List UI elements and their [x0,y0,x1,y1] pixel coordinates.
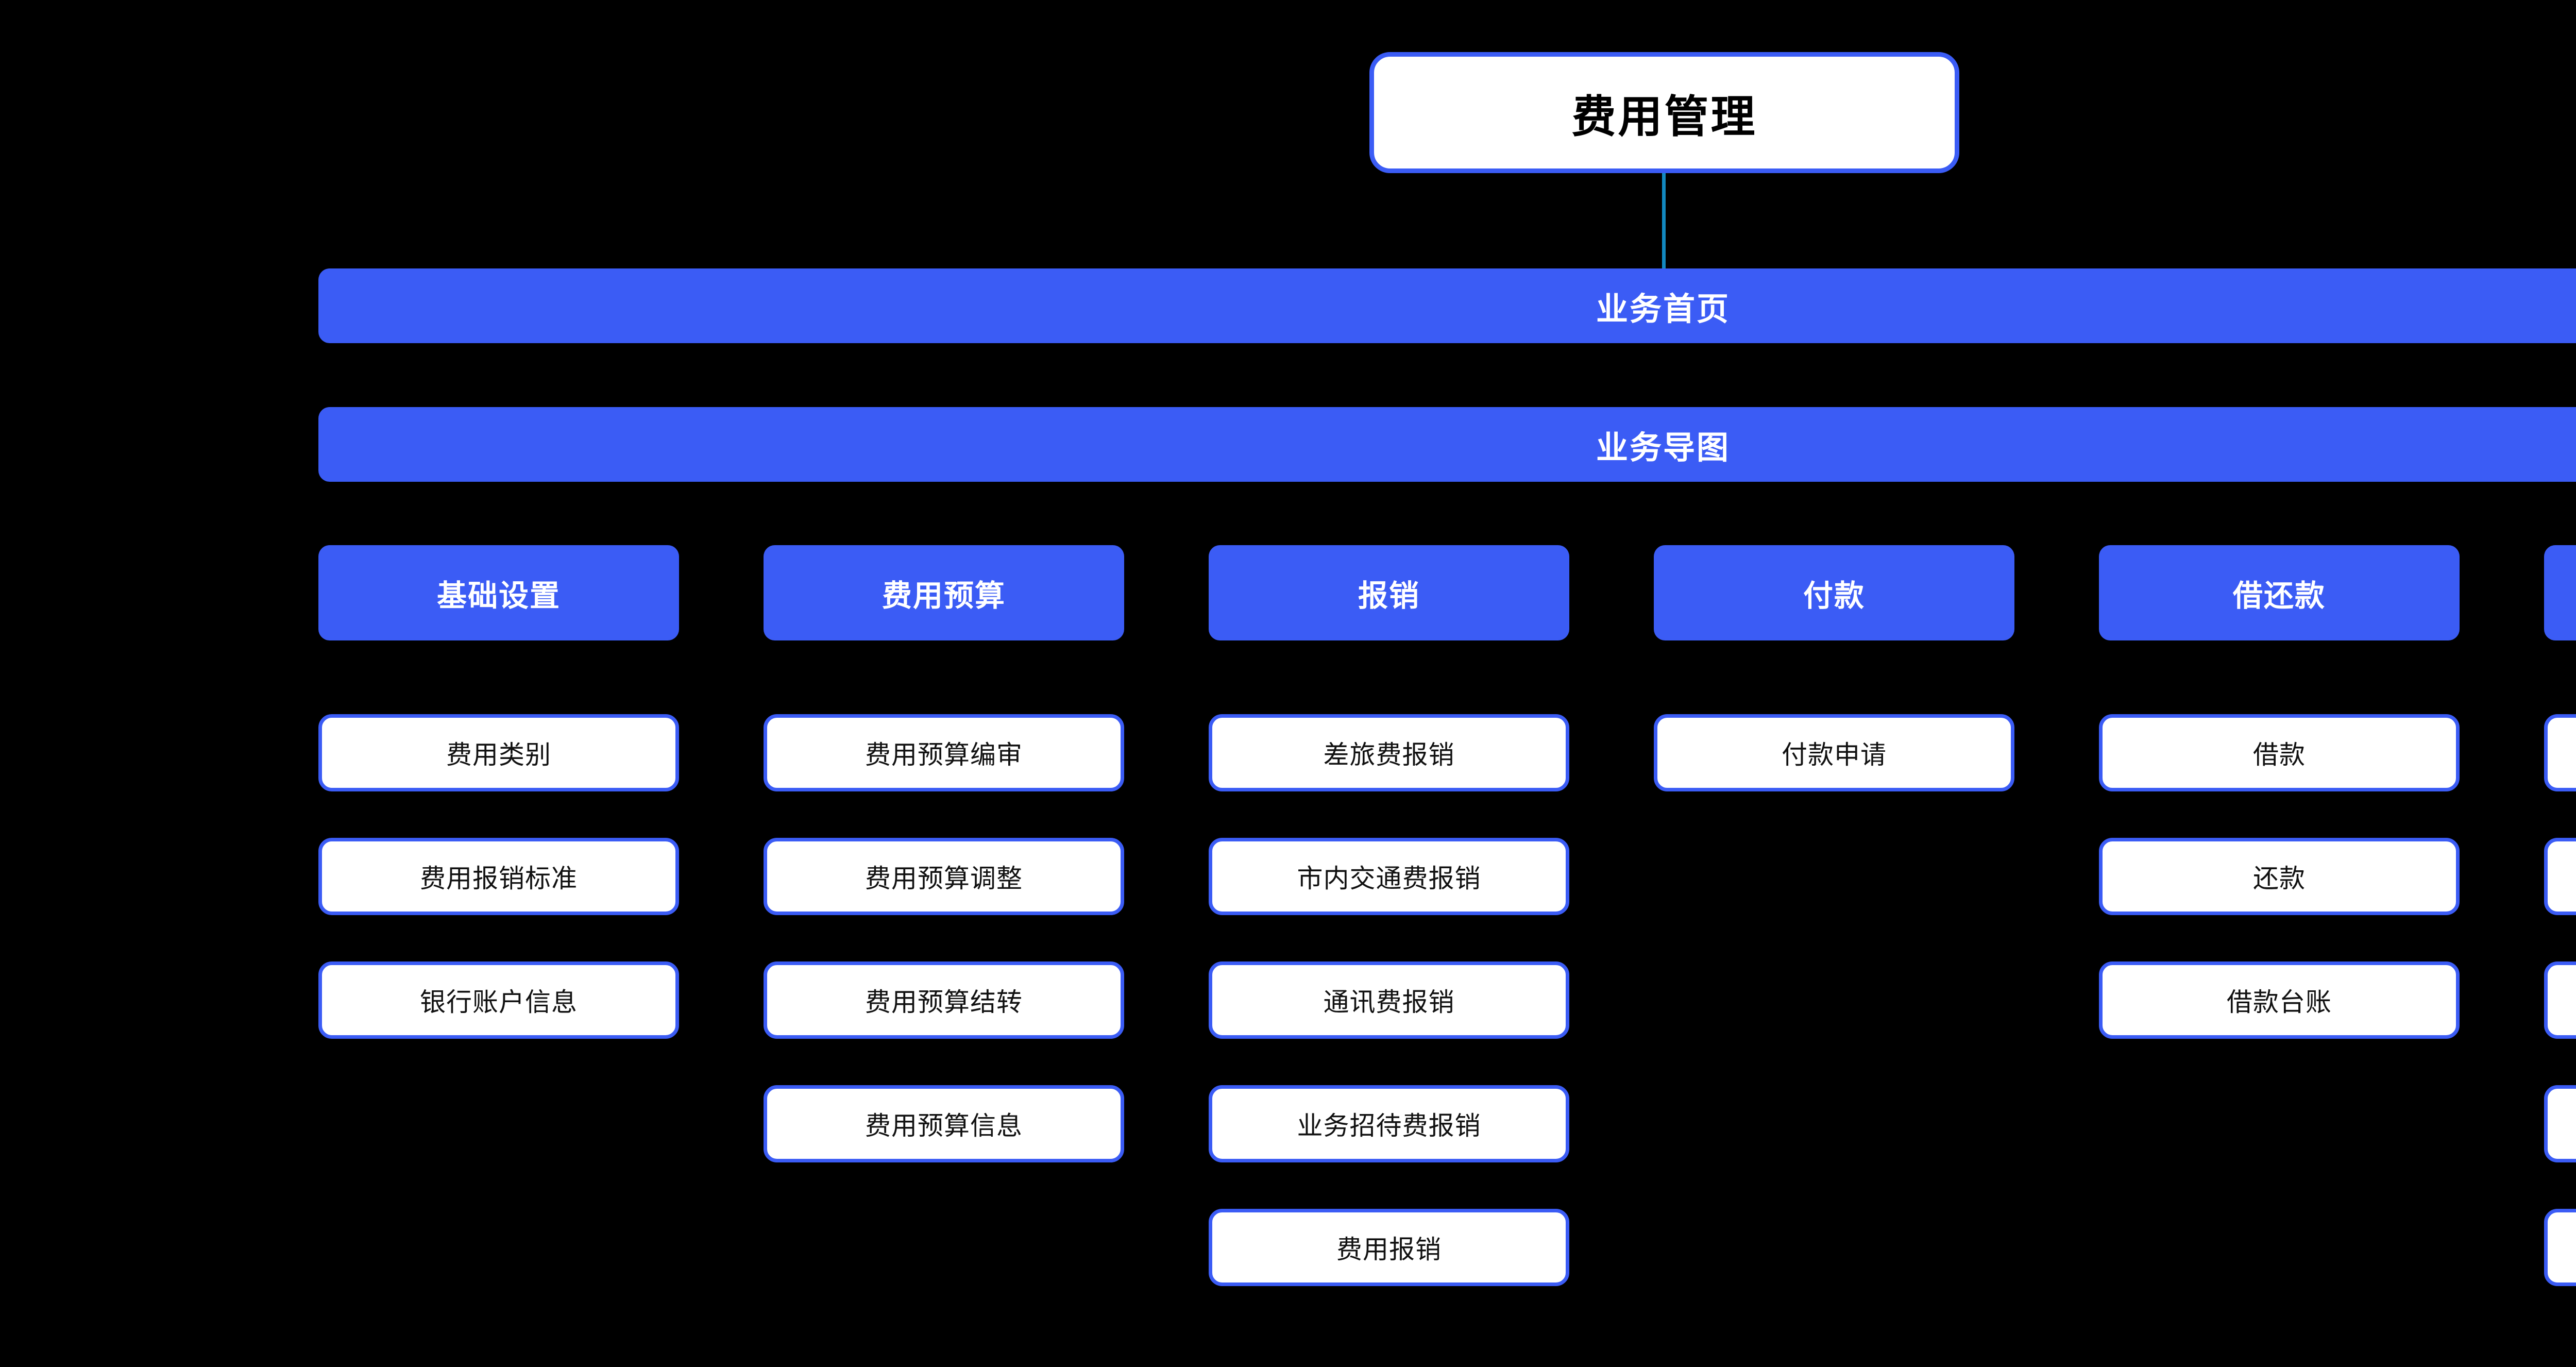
column-header-label: 付款 [1803,579,1865,613]
column-header-label: 费用预算 [882,579,1006,613]
card-item[interactable]: 银行账户信息 [318,961,679,1039]
connector-line-root-to-banner [1662,173,1666,270]
card-item[interactable]: 费用预算编审 [764,714,1124,791]
card-item[interactable]: 付款申请 [1654,714,2014,791]
card-label: 还款 [2253,864,2306,893]
card-item[interactable]: 业务招待费报销 [1209,1085,1569,1162]
column-expense-reports: 费用报表 部门费用支出统计 部门预算使用情况 年度支出金额统计 月度费用支出对比… [2544,545,2576,1286]
card-label: 付款申请 [1782,740,1887,769]
column-reimbursement: 报销 差旅费报销 市内交通费报销 通讯费报销 业务招待费报销 费用报销 [1209,545,1569,1286]
card-item[interactable]: 借款台账 [2099,961,2460,1039]
column-header-basic-settings[interactable]: 基础设置 [318,545,679,640]
card-item[interactable]: 费用预算结转 [764,961,1124,1039]
card-item[interactable]: 月度费用支出对比 [2544,1085,2576,1162]
card-item[interactable]: 还款 [2099,838,2460,915]
banner-label: 业务导图 [1596,430,1730,466]
column-header-loan-repayment[interactable]: 借还款 [2099,545,2460,640]
card-label: 费用报销 [1336,1235,1442,1264]
column-header-reimbursement[interactable]: 报销 [1209,545,1569,640]
card-label: 借款台账 [2227,988,2332,1017]
column-header-label: 基础设置 [436,579,561,613]
card-label: 业务招待费报销 [1297,1111,1481,1140]
card-item[interactable]: 费用类别 [318,714,679,791]
card-list: 付款申请 [1654,714,2014,791]
card-item[interactable]: 差旅费报销 [1209,714,1569,791]
card-label: 市内交通费报销 [1297,864,1481,893]
column-header-expense-reports[interactable]: 费用报表 [2544,545,2576,640]
card-label: 差旅费报销 [1323,740,1455,769]
column-header-expense-budget[interactable]: 费用预算 [764,545,1124,640]
column-header-label: 借还款 [2232,579,2326,613]
card-list: 借款 还款 借款台账 [2099,714,2460,1039]
card-label: 费用类别 [446,740,551,769]
banner-business-home[interactable]: 业务首页 [318,268,2576,343]
card-label: 费用报销标准 [420,864,578,893]
card-item[interactable]: 通讯费报销 [1209,961,1569,1039]
column-basic-settings: 基础设置 费用类别 费用报销标准 银行账户信息 [318,545,679,1286]
banner-business-map[interactable]: 业务导图 [318,407,2576,482]
column-expense-budget: 费用预算 费用预算编审 费用预算调整 费用预算结转 费用预算信息 [764,545,1124,1286]
card-item[interactable]: 部门费用支出统计 [2544,714,2576,791]
card-list: 部门费用支出统计 部门预算使用情况 年度支出金额统计 月度费用支出对比 …… [2544,714,2576,1286]
root-node-expense-management[interactable]: 费用管理 [1369,52,1959,173]
card-label: 借款 [2253,740,2306,769]
card-label: 费用预算信息 [865,1111,1023,1140]
card-item[interactable]: 部门预算使用情况 [2544,838,2576,915]
card-list: 差旅费报销 市内交通费报销 通讯费报销 业务招待费报销 费用报销 [1209,714,1569,1286]
card-label: 费用预算调整 [865,864,1023,893]
card-label: 费用预算结转 [865,988,1023,1017]
card-label: 银行账户信息 [420,988,578,1017]
card-item[interactable]: 费用报销 [1209,1209,1569,1286]
card-item[interactable]: 费用预算调整 [764,838,1124,915]
column-header-label: 报销 [1358,579,1420,613]
banner-label: 业务首页 [1596,291,1730,327]
card-item[interactable]: 借款 [2099,714,2460,791]
card-item-more[interactable]: …… [2544,1209,2576,1286]
card-label: 费用预算编审 [865,740,1023,769]
card-list: 费用预算编审 费用预算调整 费用预算结转 费用预算信息 [764,714,1124,1162]
card-label: 通讯费报销 [1323,988,1455,1017]
card-list: 费用类别 费用报销标准 银行账户信息 [318,714,679,1039]
column-payment: 付款 付款申请 [1654,545,2014,1286]
column-loan-repayment: 借还款 借款 还款 借款台账 [2099,545,2460,1286]
card-item[interactable]: 市内交通费报销 [1209,838,1569,915]
column-header-payment[interactable]: 付款 [1654,545,2014,640]
category-columns: 基础设置 费用类别 费用报销标准 银行账户信息 费用预算 费用 [318,545,2576,1286]
card-item[interactable]: 费用报销标准 [318,838,679,915]
card-item[interactable]: 年度支出金额统计 [2544,961,2576,1039]
root-node-label: 费用管理 [1571,92,1757,142]
card-item[interactable]: 费用预算信息 [764,1085,1124,1162]
